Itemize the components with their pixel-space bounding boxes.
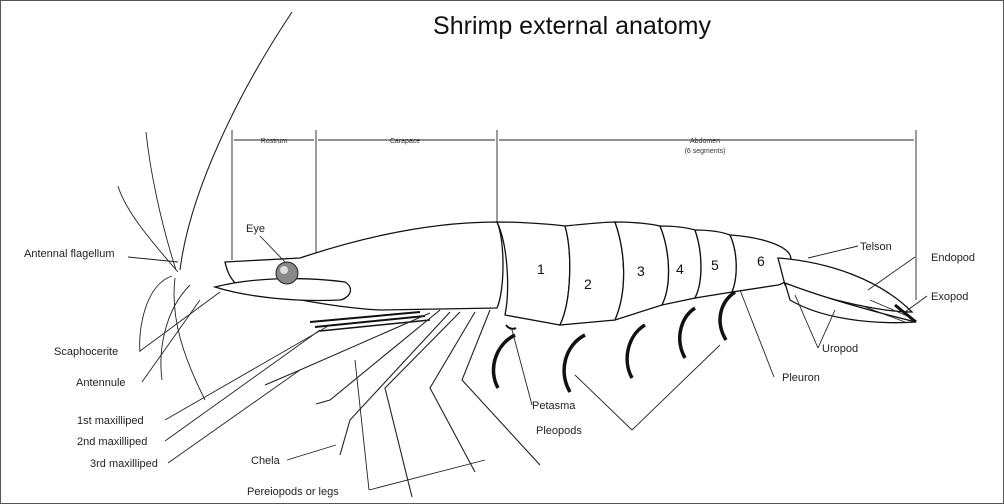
tail-fan (778, 258, 916, 323)
abdomen-label: Abdomen (690, 138, 720, 145)
mouthparts (310, 312, 430, 331)
carapace (215, 222, 503, 310)
label-antennule: Antennule (76, 377, 126, 389)
label-pleuron: Pleuron (782, 372, 820, 384)
label-pereiopods: Pereiopods or legs (247, 486, 339, 498)
segment-6: 6 (757, 253, 765, 269)
label-exopod: Exopod (931, 291, 968, 303)
label-1st-maxilliped: 1st maxilliped (77, 415, 144, 427)
segment-4: 4 (676, 261, 684, 277)
segment-2: 2 (584, 276, 592, 292)
antennae (118, 12, 292, 400)
label-pleopods: Pleopods (536, 425, 582, 437)
label-chela: Chela (251, 455, 281, 467)
label-eye: Eye (246, 223, 265, 235)
label-2nd-maxilliped: 2nd maxilliped (77, 436, 147, 448)
segment-5: 5 (711, 257, 719, 273)
label-uropod: Uropod (822, 343, 858, 355)
label-antennal-flagellum: Antennal flagellum (24, 248, 115, 260)
pereiopods (265, 310, 540, 497)
label-endopod: Endopod (931, 252, 975, 264)
abdomen-note: (6 segments) (685, 148, 726, 155)
rostrum-label: Rostrum (261, 138, 288, 145)
segment-1: 1 (537, 261, 545, 277)
segment-3: 3 (637, 263, 645, 279)
label-telson: Telson (860, 241, 892, 253)
label-petasma: Petasma (532, 400, 576, 412)
label-scaphocerite: Scaphocerite (54, 346, 118, 358)
label-3rd-maxilliped: 3rd maxilliped (90, 458, 158, 470)
carapace-label: Carapace (390, 138, 420, 145)
